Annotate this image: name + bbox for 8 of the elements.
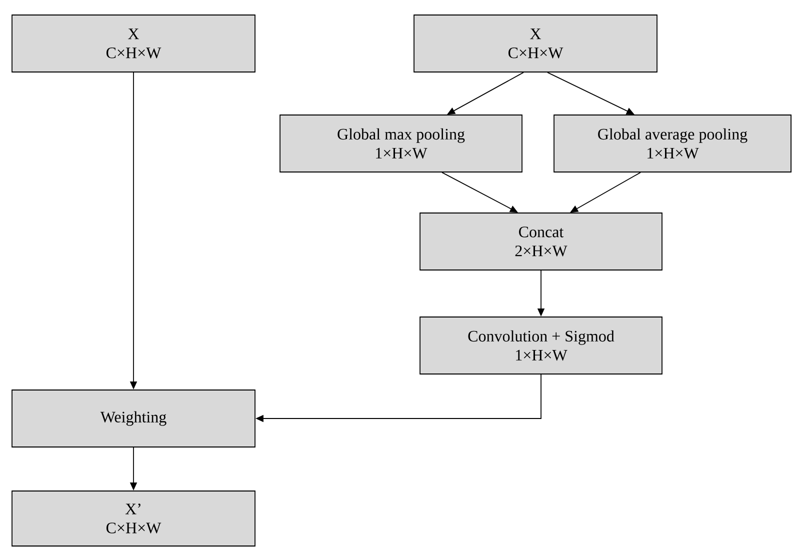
process-box: Weighting: [12, 390, 256, 448]
process-box: X C×H×W: [414, 14, 658, 72]
process-box: X C×H×W: [12, 14, 256, 72]
process-box: Concat 2×H×W: [420, 212, 662, 270]
process-box: Convolution + Sigmod 1×H×W: [420, 316, 662, 374]
process-box: X’ C×H×W: [12, 490, 256, 546]
process-box: Global average pooling 1×H×W: [554, 114, 792, 172]
process-box: Global max pooling 1×H×W: [280, 114, 522, 172]
